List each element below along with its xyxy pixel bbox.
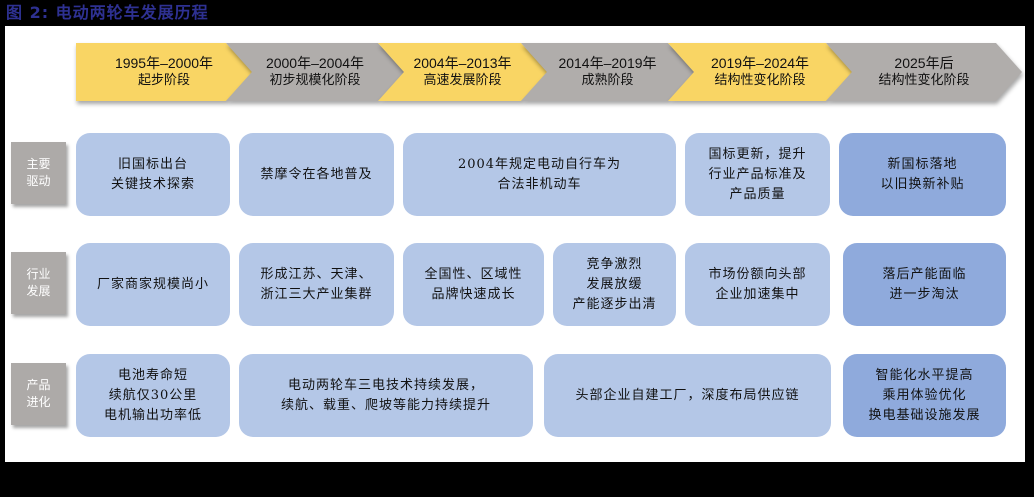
driver-box-1: 旧国标出台 关键技术探索 [76,133,230,216]
stage-name: 起步阶段 [137,73,190,88]
chevron-shape-icon [378,43,547,101]
product-box-4: 智能化水平提高 乘用体验优化 换电基础设施发展 [843,354,1006,437]
stage-chevron-3: 2004年–2013年 高速发展阶段 [378,43,547,101]
driver-box-3: 2004年规定电动自行车为 合法非机动车 [403,133,676,216]
stage-years: 2004年–2013年 [413,55,512,71]
industry-box-1: 厂家商家规模尚小 [76,243,230,326]
stage-chevron-6: 2025年后 结构性变化阶段 [826,43,1022,101]
stage-years: 2025年后 [894,55,954,71]
driver-box-2: 禁摩令在各地普及 [239,133,394,216]
industry-box-5: 市场份额向头部 企业加速集中 [685,243,830,326]
industry-box-2: 形成江苏、天津、 浙江三大产业集群 [239,243,394,326]
industry-box-4: 竞争激烈 发展放缓 产能逐步出清 [553,243,676,326]
product-box-3: 头部企业自建工厂，深度布局供应链 [544,354,831,437]
stage-name: 结构性变化阶段 [878,73,970,88]
stage-chevron-1: 1995年–2000年 起步阶段 [76,43,252,101]
chevron-shape-icon [668,43,852,101]
chevron-shape-icon [826,43,1022,101]
industry-box-3: 全国性、区域性 品牌快速成长 [403,243,544,326]
stage-chevron-5: 2019年–2024年 结构性变化阶段 [668,43,852,101]
row-label-industry: 行业 发展 [11,252,66,314]
stage-years: 2019年–2024年 [710,55,810,71]
row-label-product: 产品 进化 [11,363,66,425]
stage-name: 高速发展阶段 [423,73,502,88]
driver-box-5: 新国标落地 以旧换新补贴 [839,133,1006,216]
product-box-2: 电动两轮车三电技术持续发展， 续航、载重、爬坡等能力持续提升 [239,354,533,437]
figure-title: 图 2: 电动两轮车发展历程 [6,3,209,22]
stage-years: 1995年–2000年 [114,55,214,71]
stage-name: 成熟阶段 [581,73,634,88]
row-label-drivers: 主要 驱动 [11,142,66,204]
stage-name: 结构性变化阶段 [714,73,806,88]
product-box-1: 电池寿命短 续航仅30公里 电机输出功率低 [76,354,230,437]
stage-name: 初步规模化阶段 [269,73,361,88]
stage-years: 2014年–2019年 [558,55,657,71]
stage-years: 2000年–2004年 [265,55,365,71]
industry-box-6: 落后产能面临 进一步淘汰 [843,243,1006,326]
stage-chevron-2: 2000年–2004年 初步规模化阶段 [226,43,404,101]
chevron-shape-icon [226,43,404,101]
stage-chevron-4: 2014年–2019年 成熟阶段 [521,43,694,101]
chevron-shape-icon [76,43,252,101]
driver-box-4: 国标更新，提升 行业产品标准及 产品质量 [685,133,830,216]
chevron-shape-icon [521,43,694,101]
